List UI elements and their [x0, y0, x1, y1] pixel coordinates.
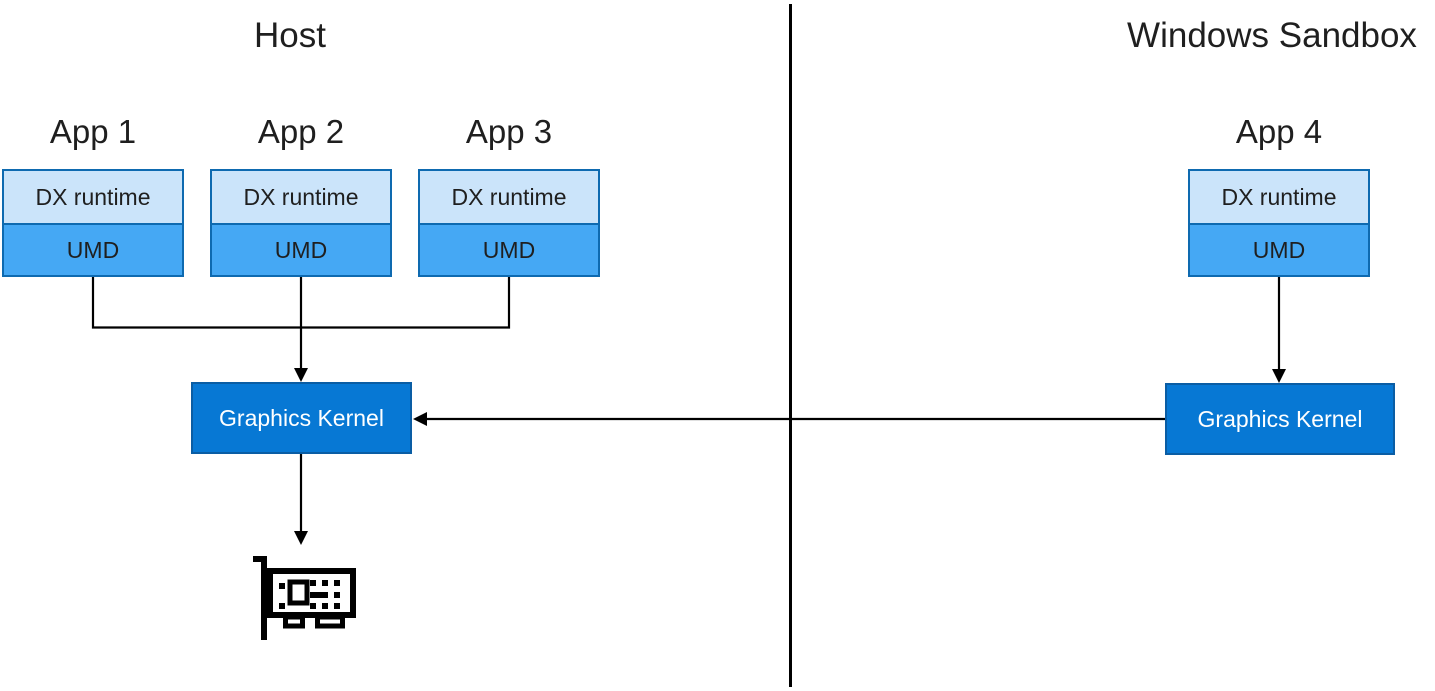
host-title: Host: [254, 16, 326, 55]
app-box: DX runtime UMD: [418, 169, 600, 277]
dx-runtime-layer: DX runtime: [4, 171, 182, 225]
app-stack-3: App 3 DX runtime UMD: [418, 113, 600, 277]
graphics-kernel-sandbox: Graphics Kernel: [1165, 383, 1395, 455]
arrowhead-down-sandbox-kernel: [1272, 369, 1286, 383]
dx-runtime-layer: DX runtime: [212, 171, 390, 225]
app-box: DX runtime UMD: [210, 169, 392, 277]
umd-layer: UMD: [1190, 225, 1368, 275]
apps-join-connector: [91, 277, 511, 329]
arrowhead-down-gpu: [294, 531, 308, 545]
app-label: App 1: [49, 113, 137, 150]
host-sandbox-divider: [789, 4, 792, 687]
dx-runtime-layer: DX runtime: [420, 171, 598, 225]
gpu-card-icon: [253, 556, 356, 640]
umd-layer: UMD: [4, 225, 182, 275]
app-box: DX runtime UMD: [2, 169, 184, 277]
umd-layer: UMD: [212, 225, 390, 275]
app-label: App 3: [465, 113, 553, 150]
app-stack-2: App 2 DX runtime UMD: [210, 113, 392, 277]
graphics-kernel-host: Graphics Kernel: [191, 382, 412, 454]
arrowhead-left-host-kernel: [413, 412, 427, 426]
sandbox-title: Windows Sandbox: [1127, 16, 1417, 55]
app-stack-1: App 1 DX runtime UMD: [2, 113, 184, 277]
arrowhead-down-host-kernel: [294, 368, 308, 382]
app-stack-4: App 4 DX runtime UMD: [1188, 113, 1370, 277]
app-box: DX runtime UMD: [1188, 169, 1370, 277]
app-label: App 4: [1235, 113, 1323, 150]
dx-runtime-layer: DX runtime: [1190, 171, 1368, 225]
app-label: App 2: [257, 113, 345, 150]
umd-layer: UMD: [420, 225, 598, 275]
